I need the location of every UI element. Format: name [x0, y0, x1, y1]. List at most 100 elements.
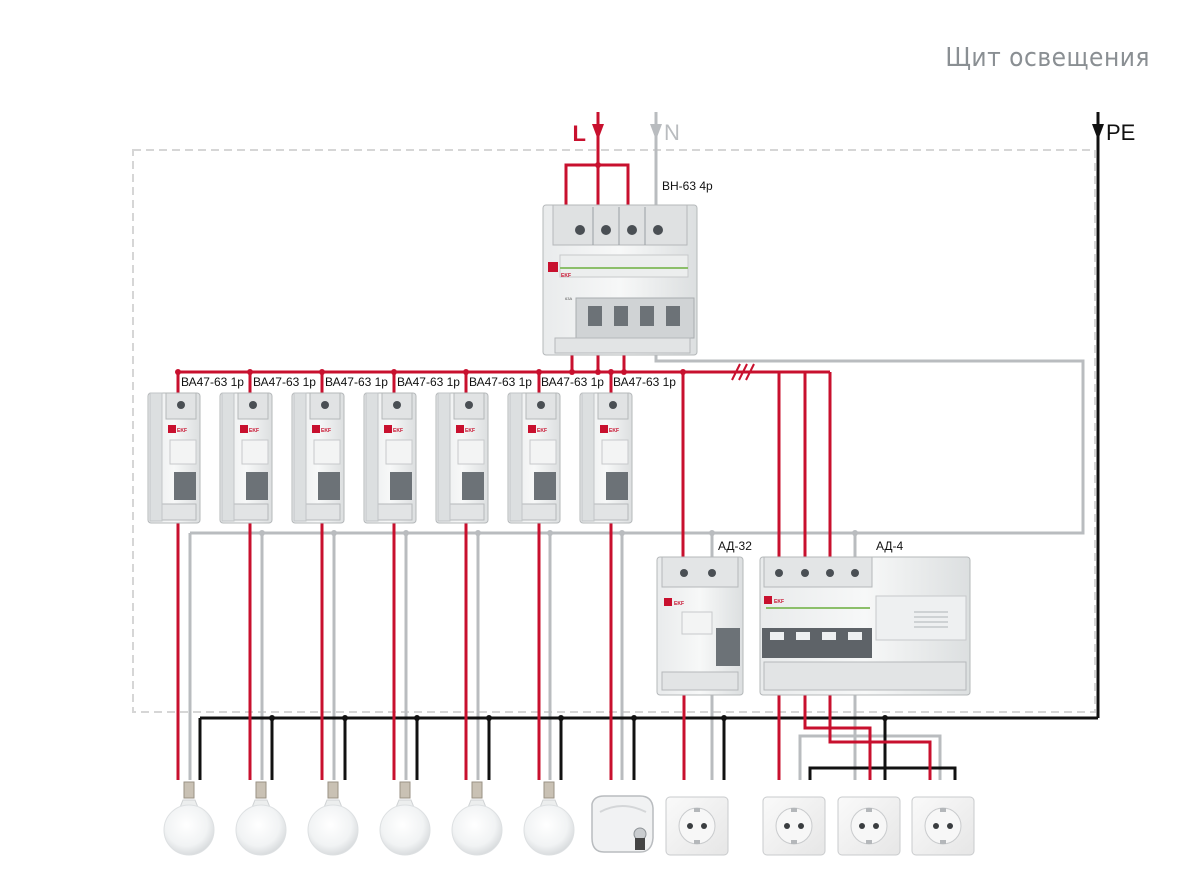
rcbo-2p-label: АД-32 [718, 539, 752, 553]
ekf-logo-icon [240, 425, 248, 433]
socket-face-icon [850, 807, 888, 845]
bulb-icon [163, 804, 215, 856]
breaker-3: EKF ВА47-63 1р [291, 375, 388, 524]
breaker-brand: EKF [393, 428, 403, 434]
lamp-base-icon [471, 781, 483, 799]
ekf-logo-icon [548, 262, 558, 272]
rcbo-4p-label: АД-4 [876, 539, 904, 553]
heater-faucet-icon [635, 838, 645, 850]
rcbo-2p-handle [716, 628, 740, 666]
ekf-logo-icon [384, 425, 392, 433]
socket-face-icon [678, 807, 716, 845]
neutral-junctions [259, 530, 858, 536]
breaker-brand: EKF [537, 428, 547, 434]
socket-group [665, 796, 975, 856]
lamp-base-icon [327, 781, 339, 799]
lamp-5 [451, 781, 503, 856]
breaker-label: ВА47-63 1р [469, 375, 532, 389]
bulb-icon [307, 804, 359, 856]
neutral-label: N [664, 120, 680, 145]
socket-2 [762, 796, 826, 856]
breaker-handle [246, 472, 268, 500]
phase-junctions [175, 162, 686, 375]
phase-arrow-icon [592, 124, 604, 140]
diagram-title: Щит освещения [945, 43, 1150, 73]
earth-arrow-icon [1092, 124, 1104, 140]
earth-input: PE [1092, 120, 1135, 145]
ekf-logo-icon [168, 425, 176, 433]
ekf-logo-icon [528, 425, 536, 433]
lamp-base-icon [543, 781, 555, 799]
earth-junctions [269, 715, 888, 721]
lamp-1 [163, 781, 215, 856]
rcbo-4p-brand: EKF [774, 599, 784, 605]
breaker-label: ВА47-63 1р [397, 375, 460, 389]
ekf-logo-icon [312, 425, 320, 433]
terminal-screws [575, 225, 663, 235]
ekf-logo-icon [600, 425, 608, 433]
neutral-arrow-icon [650, 124, 662, 140]
breaker-brand: EKF [609, 428, 619, 434]
water-heater [591, 795, 654, 853]
breaker-label: ВА47-63 1р [181, 375, 244, 389]
main-switch-rating: 63A [565, 296, 572, 301]
neutral-wires [188, 112, 1085, 780]
socket-face-icon [924, 807, 962, 845]
ekf-logo-icon [764, 596, 772, 604]
earth-wires [198, 112, 1100, 780]
lamp-3 [307, 781, 359, 856]
socket-4 [911, 796, 975, 856]
phase-input: L [573, 121, 604, 146]
breaker-2: EKF ВА47-63 1р [219, 375, 316, 524]
breaker-label: ВА47-63 1р [325, 375, 388, 389]
breaker-handle [390, 472, 412, 500]
lamp-4 [379, 781, 431, 856]
lamp-base-icon [183, 781, 195, 799]
bulb-icon [451, 804, 503, 856]
breaker-6: EKF ВА47-63 1р [507, 375, 604, 524]
enclosure-boundary [132, 149, 1096, 713]
breaker-brand: EKF [465, 428, 475, 434]
breaker-label: ВА47-63 1р [253, 375, 316, 389]
breaker-label: ВА47-63 1р [613, 375, 676, 389]
lamp-base-icon [399, 781, 411, 799]
breaker-brand: EKF [321, 428, 331, 434]
breaker-1: EKF ВА47-63 1р [147, 375, 244, 524]
breaker-label: ВА47-63 1р [541, 375, 604, 389]
breaker-7: EKF ВА47-63 1р [579, 375, 676, 524]
breaker-handle [462, 472, 484, 500]
ekf-logo-icon [456, 425, 464, 433]
bulb-icon [379, 804, 431, 856]
lamp-base-icon [255, 781, 267, 799]
breaker-handle [174, 472, 196, 500]
rcbo-2p-brand: EKF [674, 601, 684, 607]
socket-3 [837, 796, 901, 856]
socket-face-icon [775, 807, 813, 845]
breaker-5: EKF ВА47-63 1р [435, 375, 532, 524]
breaker-handle [606, 472, 628, 500]
breaker-handle [318, 472, 340, 500]
lamp-group [163, 781, 575, 856]
rcbo-2p: EKF АД-32 [656, 539, 752, 696]
breaker-4: EKF ВА47-63 1р [363, 375, 460, 524]
breaker-brand: EKF [177, 428, 187, 434]
main-switch-label: ВН-63 4р [662, 179, 713, 193]
three-phase-marker [731, 363, 755, 381]
bulb-icon [523, 804, 575, 856]
switch-handles [588, 306, 680, 326]
bulb-icon [235, 804, 287, 856]
neutral-input: N [650, 120, 680, 145]
main-switch-brand: EKF [561, 273, 571, 279]
main-switch: EKF 63A ВН-63 4р [542, 179, 713, 356]
socket-1 [665, 796, 729, 856]
lamp-6 [523, 781, 575, 856]
ekf-logo-icon [664, 598, 672, 606]
lamp-2 [235, 781, 287, 856]
breaker-handle [534, 472, 556, 500]
rcbo-4p: EKF АД-4 [759, 539, 971, 696]
earth-label: PE [1106, 120, 1135, 145]
breaker-brand: EKF [249, 428, 259, 434]
phase-label: L [573, 121, 586, 146]
